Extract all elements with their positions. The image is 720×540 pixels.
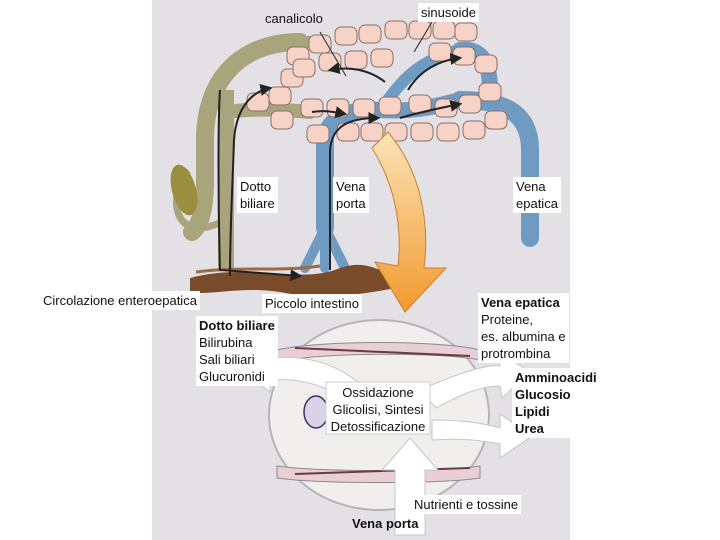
- label-sinusoide: sinusoide: [418, 3, 479, 22]
- bile-duct-system: [183, 33, 330, 270]
- box-center-metabolism: Ossidazione Glicolisi, Sintesi Detossifi…: [330, 385, 426, 434]
- hepatocyte-cell: [462, 120, 486, 140]
- enterohepatic-path: [217, 52, 463, 282]
- label-circolazione-enteroepatica: Circolazione enteroepatica: [40, 291, 200, 310]
- hepatocyte-cell: [428, 42, 452, 62]
- hepatocyte-cell: [436, 122, 460, 142]
- hepatocyte-cell: [268, 86, 292, 106]
- hepatocyte-cell: [308, 34, 332, 54]
- label-vena-porta-bottom: Vena porta: [352, 516, 419, 531]
- hepatocyte-cell: [306, 124, 330, 144]
- hepatocyte-cell: [452, 46, 476, 66]
- hepatocyte-cell: [344, 50, 368, 70]
- center-box-frame: [325, 381, 431, 435]
- hepatocyte-cell: [474, 54, 498, 74]
- label-dotto-biliare-top: Dotto biliare: [237, 177, 278, 213]
- hepatocyte-cell: [326, 98, 350, 118]
- hepatocyte-cell: [352, 98, 376, 118]
- label-pointers: [319, 21, 433, 77]
- hepatocyte-cell: [410, 122, 434, 142]
- hepatocyte-cell: [360, 122, 384, 142]
- gallbladder: [170, 164, 224, 232]
- label-canalicolo: canalicolo: [265, 11, 323, 26]
- hepatocyte-cell: [246, 92, 270, 112]
- label-piccolo-intestino: Piccolo intestino: [262, 294, 362, 313]
- hepatocyte-cell: [458, 94, 482, 114]
- orange-arrow: [371, 131, 448, 313]
- hepatocyte-cell: [334, 26, 358, 46]
- hepatocyte-cell: [370, 48, 394, 68]
- label-nutrienti-tossine: Nutrienti e tossine: [411, 495, 522, 514]
- box-dotto-biliare: Dotto biliare Bilirubina Sali biliari Gl…: [196, 316, 278, 386]
- hepatocyte-cell: [432, 20, 456, 40]
- hepatocyte-cell: [454, 22, 478, 42]
- hepatocyte-cell: [358, 24, 382, 44]
- box-amminoacidi: Amminoacidi Glucosio Lipidi Urea: [512, 368, 600, 438]
- hepatocyte-cell: [270, 110, 294, 130]
- hepatocyte-cell: [300, 98, 324, 118]
- hepatocyte-cell: [484, 110, 508, 130]
- label-vena-epatica-top: Vena epatica: [513, 177, 561, 213]
- hepatocyte-cell: [478, 82, 502, 102]
- hepatocyte-cell: [292, 58, 316, 78]
- hepatocyte-cell: [336, 122, 360, 142]
- hepatocyte-cell: [378, 96, 402, 116]
- blood-vessel-system: [300, 41, 539, 273]
- label-vena-porta-top: Vena porta: [333, 177, 369, 213]
- hepatocyte-cell: [384, 20, 408, 40]
- box-vena-epatica: Vena epatica Proteine, es. albumina e pr…: [478, 293, 569, 363]
